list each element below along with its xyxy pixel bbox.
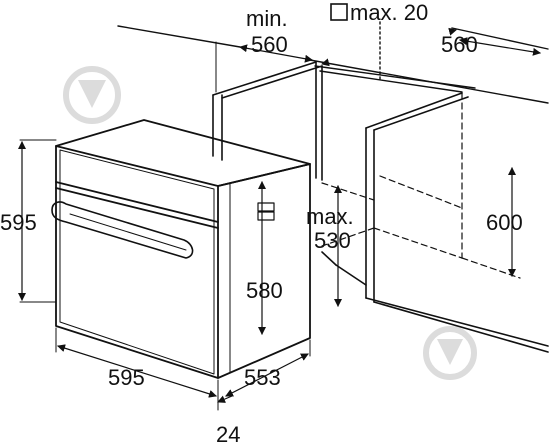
cabinet-top-lines	[117, 25, 549, 104]
watermark-logo-right	[423, 326, 477, 380]
label-max: max.	[306, 204, 354, 229]
dimension-lines	[18, 21, 541, 411]
checkbox-square-symbol	[330, 3, 348, 21]
label-oven-height: 595	[0, 210, 37, 235]
oven-body	[51, 119, 311, 379]
label-niche-depth: 560	[251, 32, 288, 57]
label-oven-width: 595	[108, 365, 145, 390]
label-min: min.	[246, 6, 288, 31]
label-max-gap: max. 20	[350, 0, 428, 25]
label-front-offset: 24	[216, 422, 240, 446]
niche-left-wall	[212, 61, 323, 181]
niche-hidden-lines	[321, 92, 521, 279]
niche-right-wall	[321, 92, 549, 353]
label-niche-height: 600	[486, 210, 523, 235]
label-max-530: 530	[314, 228, 351, 253]
watermark-logo-left	[63, 66, 121, 124]
label-inner-height: 580	[246, 278, 283, 303]
label-niche-width: 560	[441, 32, 478, 57]
label-oven-depth: 553	[244, 365, 281, 390]
